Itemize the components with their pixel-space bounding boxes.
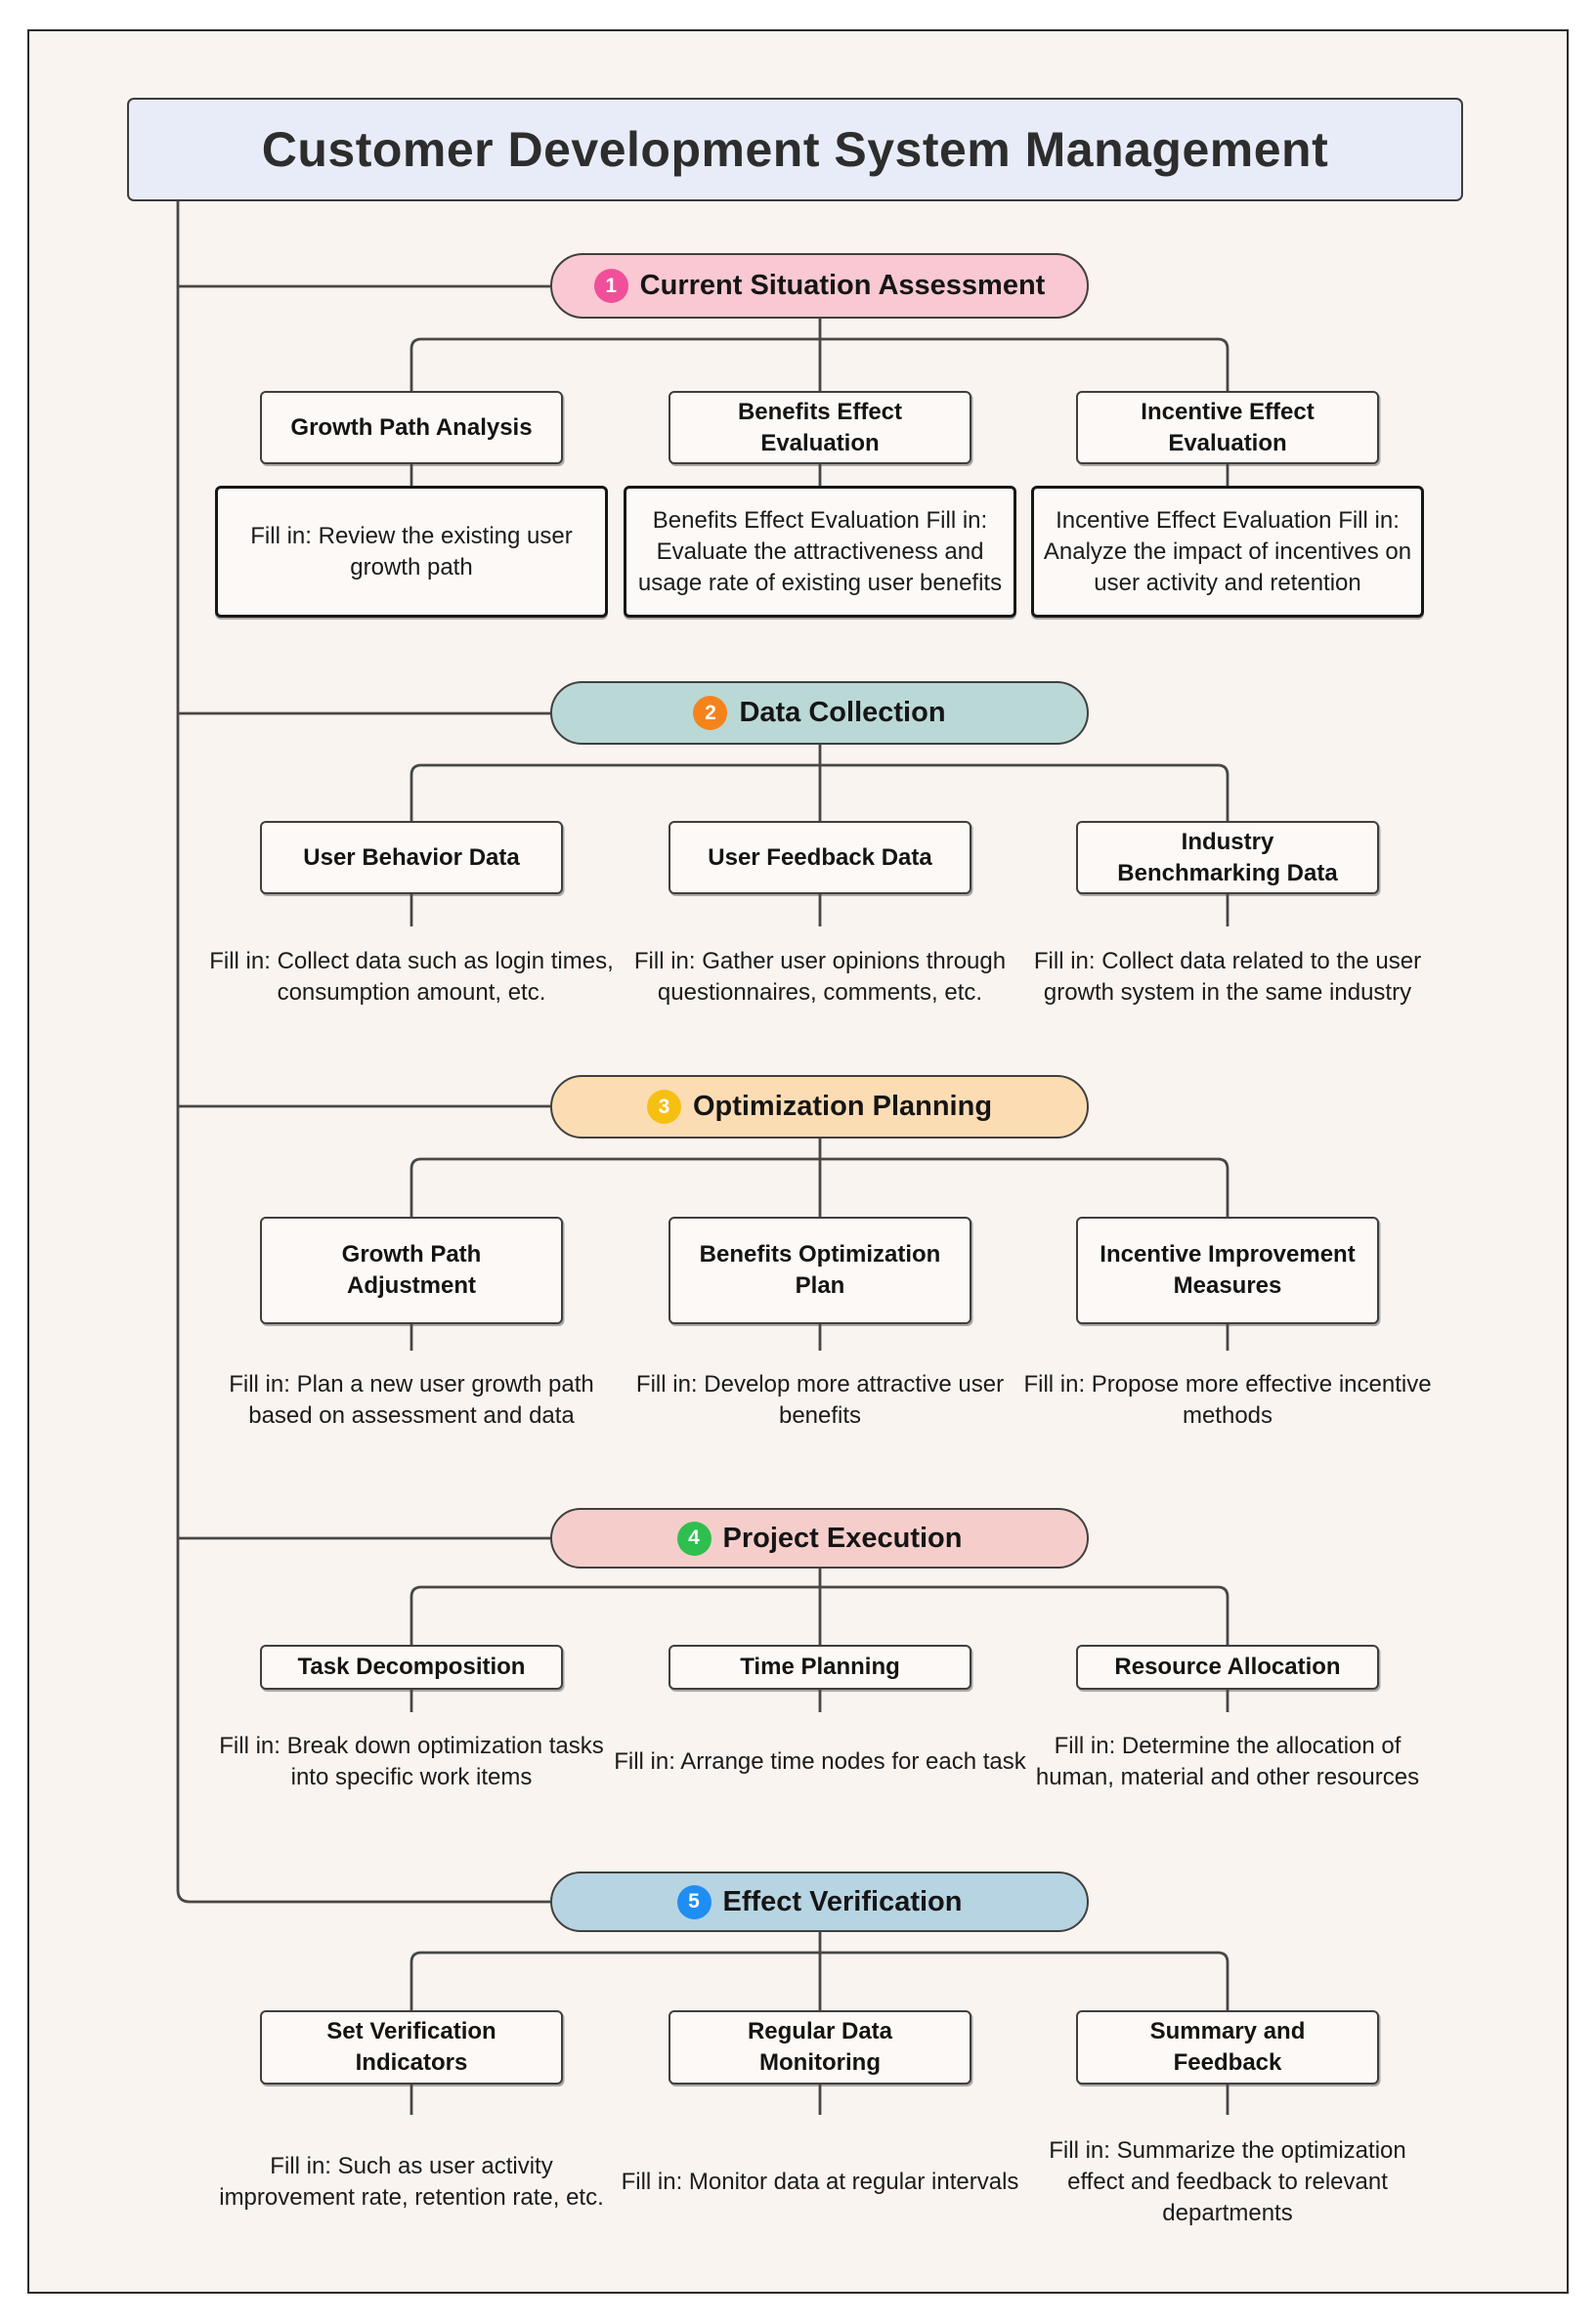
task-node-regular-data-monitoring[interactable]: Regular Data Monitoring xyxy=(669,2010,971,2085)
task-node-incentive-effect-evaluation[interactable]: Incentive Effect Evaluation xyxy=(1076,391,1379,464)
diagram-title-node[interactable]: Customer Development System Management xyxy=(127,98,1463,201)
task-label: Task Decomposition xyxy=(297,1654,526,1681)
stage-number: 2 xyxy=(705,701,716,724)
task-label: User Feedback Data xyxy=(708,843,932,871)
task-label: User Behavior Data xyxy=(303,843,520,871)
fill-in-text: Fill in: Such as user activity improveme… xyxy=(219,2152,604,2211)
task-node-benefits-effect-evaluation[interactable]: Benefits Effect Evaluation xyxy=(669,391,971,464)
stage-title: Effect Verification xyxy=(722,1885,963,1917)
stage-number-badge: 2 xyxy=(693,696,728,730)
fill-in-note: Fill in: Arrange time nodes for each tas… xyxy=(610,1708,1030,1816)
fill-in-text: Fill in: Arrange time nodes for each tas… xyxy=(614,1748,1026,1775)
task-label: Incentive Effect Evaluation xyxy=(1141,398,1315,456)
task-node-benefits-optimization-plan[interactable]: Benefits Optimization Plan xyxy=(669,1217,971,1324)
fill-in-box[interactable]: Incentive Effect Evaluation Fill in: Ana… xyxy=(1031,486,1424,618)
fill-in-text: Fill in: Collect data related to the use… xyxy=(1033,948,1422,1006)
stage-title: Data Collection xyxy=(739,697,946,728)
fill-in-note: Fill in: Summarize the optimization effe… xyxy=(1017,2111,1438,2253)
stage-number: 3 xyxy=(658,1095,670,1118)
stage-title: Current Situation Assessment xyxy=(639,270,1046,301)
stage-pill-effect-verification[interactable]: 5 Effect Verification xyxy=(550,1871,1089,1932)
fill-in-text: Fill in: Determine the allocation of hum… xyxy=(1035,1733,1420,1790)
fill-in-text: Fill in: Develop more attractive user be… xyxy=(635,1371,1005,1429)
stage-number: 5 xyxy=(688,1890,700,1913)
stage-pill-data-collection[interactable]: 2 Data Collection xyxy=(550,681,1089,745)
fill-in-text: Fill in: Monitor data at regular interva… xyxy=(621,2168,1019,2195)
task-label: Set Verification Indicators xyxy=(326,2018,496,2076)
fill-in-text: Incentive Effect Evaluation Fill in: Ana… xyxy=(1043,506,1412,596)
task-label: Industry Benchmarking Data xyxy=(1117,828,1338,886)
fill-in-note: Fill in: Plan a new user growth path bas… xyxy=(201,1337,622,1464)
task-node-summary-and-feedback[interactable]: Summary and Feedback xyxy=(1076,2010,1379,2085)
fill-in-text: Fill in: Collect data such as login time… xyxy=(209,948,614,1006)
page-title: Customer Development System Management xyxy=(261,122,1329,177)
stage-number: 1 xyxy=(605,274,617,297)
task-node-industry-benchmarking-data[interactable]: Industry Benchmarking Data xyxy=(1076,821,1379,894)
task-label: Incentive Improvement Measures xyxy=(1100,1241,1356,1299)
task-label: Benefits Effect Evaluation xyxy=(737,398,903,456)
task-node-user-feedback-data[interactable]: User Feedback Data xyxy=(669,821,971,894)
page-border xyxy=(27,29,1569,2294)
fill-in-note: Fill in: Collect data such as login time… xyxy=(201,909,622,1046)
task-label: Time Planning xyxy=(740,1654,900,1681)
task-node-task-decomposition[interactable]: Task Decomposition xyxy=(260,1645,563,1690)
fill-in-note: Fill in: Propose more effective incentiv… xyxy=(1017,1337,1438,1464)
task-node-time-planning[interactable]: Time Planning xyxy=(669,1645,971,1690)
fill-in-text: Benefits Effect Evaluation Fill in: Eval… xyxy=(637,506,1003,596)
fill-in-text: Fill in: Summarize the optimization effe… xyxy=(1049,2136,1406,2226)
task-node-growth-path-analysis[interactable]: Growth Path Analysis xyxy=(260,391,563,464)
stage-number-badge: 4 xyxy=(676,1521,712,1556)
stage-title: Optimization Planning xyxy=(692,1091,993,1122)
fill-in-box[interactable]: Fill in: Review the existing user growth… xyxy=(215,486,608,618)
task-node-user-behavior-data[interactable]: User Behavior Data xyxy=(260,821,563,894)
stage-number-badge: 1 xyxy=(593,269,628,303)
fill-in-text: Fill in: Review the existing user growth… xyxy=(250,522,573,581)
task-label: Regular Data Monitoring xyxy=(747,2018,893,2076)
task-node-resource-allocation[interactable]: Resource Allocation xyxy=(1076,1645,1379,1690)
fill-in-note: Fill in: Break down optimization tasks i… xyxy=(201,1708,622,1816)
task-label: Growth Path Analysis xyxy=(290,413,533,441)
stage-pill-optimization-planning[interactable]: 3 Optimization Planning xyxy=(550,1075,1089,1139)
task-label: Benefits Optimization Plan xyxy=(699,1241,941,1299)
task-node-growth-path-adjustment[interactable]: Growth Path Adjustment xyxy=(260,1217,563,1324)
stage-title: Project Execution xyxy=(722,1522,963,1554)
stage-number-badge: 5 xyxy=(676,1884,712,1919)
fill-in-note: Fill in: Collect data related to the use… xyxy=(1017,909,1438,1046)
task-node-incentive-improvement-measures[interactable]: Incentive Improvement Measures xyxy=(1076,1217,1379,1324)
fill-in-note: Fill in: Determine the allocation of hum… xyxy=(1017,1708,1438,1816)
task-node-set-verification-indicators[interactable]: Set Verification Indicators xyxy=(260,2010,563,2085)
fill-in-text: Fill in: Gather user opinions through qu… xyxy=(633,948,1007,1006)
fill-in-note: Fill in: Monitor data at regular interva… xyxy=(610,2111,1030,2253)
fill-in-text: Fill in: Break down optimization tasks i… xyxy=(219,1733,604,1790)
task-label: Resource Allocation xyxy=(1114,1654,1341,1681)
fill-in-box[interactable]: Benefits Effect Evaluation Fill in: Eval… xyxy=(624,486,1016,618)
fill-in-note: Fill in: Develop more attractive user be… xyxy=(610,1337,1030,1464)
task-label: Growth Path Adjustment xyxy=(341,1241,482,1299)
fill-in-text: Fill in: Propose more effective incentiv… xyxy=(1023,1371,1432,1429)
stage-number: 4 xyxy=(688,1527,700,1549)
fill-in-note: Fill in: Such as user activity improveme… xyxy=(201,2111,622,2253)
stage-number-badge: 3 xyxy=(646,1090,681,1124)
task-label: Summary and Feedback xyxy=(1149,2018,1306,2076)
fill-in-note: Fill in: Gather user opinions through qu… xyxy=(610,909,1030,1046)
stage-pill-current-situation-assessment[interactable]: 1 Current Situation Assessment xyxy=(550,253,1089,319)
stage-pill-project-execution[interactable]: 4 Project Execution xyxy=(550,1508,1089,1569)
fill-in-text: Fill in: Plan a new user growth path bas… xyxy=(229,1371,594,1429)
